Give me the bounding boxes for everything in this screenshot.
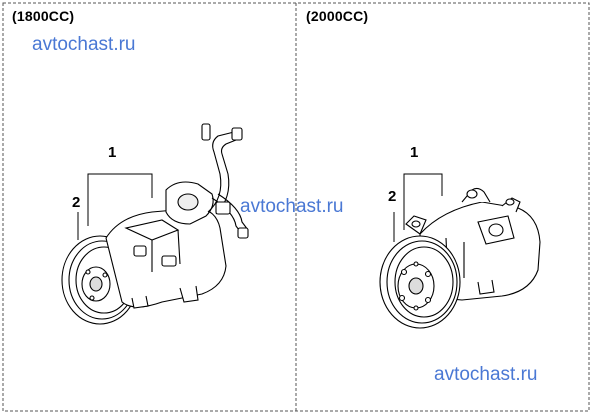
watermark-bottom-right: avtochast.ru: [434, 364, 538, 385]
panel-title-2000cc: (2000CC): [306, 8, 369, 24]
callout-number-1-left: 1: [108, 144, 117, 161]
callout-number-1-right: 1: [410, 144, 419, 161]
compressor-1800cc: [61, 123, 249, 325]
callouts-1800cc: [77, 173, 153, 240]
watermark-center: avtochast.ru: [240, 196, 344, 217]
watermark-top-left: avtochast.ru: [32, 34, 136, 55]
callout-number-2-left: 2: [72, 194, 81, 211]
callout-number-2-right: 2: [388, 188, 397, 205]
callouts-2000cc: [393, 173, 443, 242]
compressor-2000cc: [379, 187, 541, 329]
diagram-frame: [2, 2, 590, 412]
panel-title-1800cc: (1800CC): [12, 8, 75, 24]
